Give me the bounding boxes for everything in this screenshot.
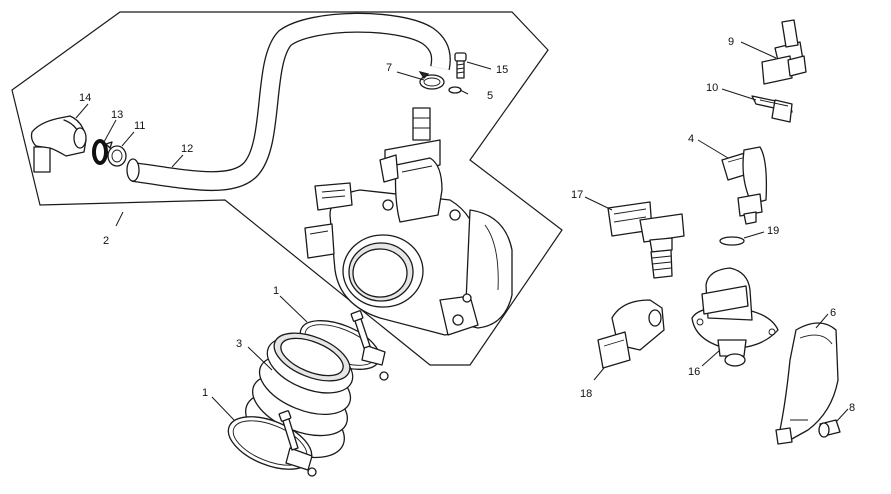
part-10-clip <box>751 95 793 123</box>
part-17-sensor <box>607 201 685 279</box>
callout-17: 17 <box>571 189 583 201</box>
callout-6: 6 <box>830 307 836 319</box>
assembly-frame <box>11 11 563 366</box>
callout-13: 13 <box>111 109 123 121</box>
part-5-washer <box>448 86 462 94</box>
callout-12: 12 <box>181 143 193 155</box>
callout-19: 19 <box>767 225 779 237</box>
part-18-tps-sensor <box>597 299 665 369</box>
part-15-bolt <box>454 52 467 79</box>
callout-5: 5 <box>487 90 493 102</box>
callout-10: 10 <box>706 82 718 94</box>
part-8-screw <box>818 419 841 438</box>
leader-lines <box>75 41 849 423</box>
part-1-clamp-lower <box>227 410 317 477</box>
callout-4: 4 <box>688 133 694 145</box>
callout-16: 16 <box>688 366 700 378</box>
part-6-cover <box>775 322 839 445</box>
callout-7: 7 <box>386 62 392 74</box>
callout-11: 11 <box>134 120 145 132</box>
part-12-hose <box>126 12 451 192</box>
part-14-elbow-connector <box>30 115 87 173</box>
callout-3: 3 <box>236 338 242 350</box>
callout-labels: 14 13 11 12 2 7 5 15 1 3 1 9 10 4 19 17 … <box>79 36 855 414</box>
callout-14: 14 <box>79 92 91 104</box>
throttle-body <box>304 107 513 336</box>
part-4-injector <box>721 146 768 225</box>
part-11-hose-clip <box>105 141 127 167</box>
callout-1-upper: 1 <box>273 285 279 297</box>
callout-9: 9 <box>728 36 734 48</box>
callout-18: 18 <box>580 388 592 400</box>
callout-15: 15 <box>496 64 508 76</box>
callout-2: 2 <box>103 235 109 247</box>
part-19-o-ring <box>719 236 745 246</box>
part-16-idle-valve <box>691 267 779 367</box>
callout-1-lower: 1 <box>202 387 208 399</box>
part-7-hose-clamp <box>418 71 445 90</box>
part-9-fitting <box>761 19 807 85</box>
part-13-o-ring <box>92 139 108 165</box>
callout-8: 8 <box>849 402 855 414</box>
